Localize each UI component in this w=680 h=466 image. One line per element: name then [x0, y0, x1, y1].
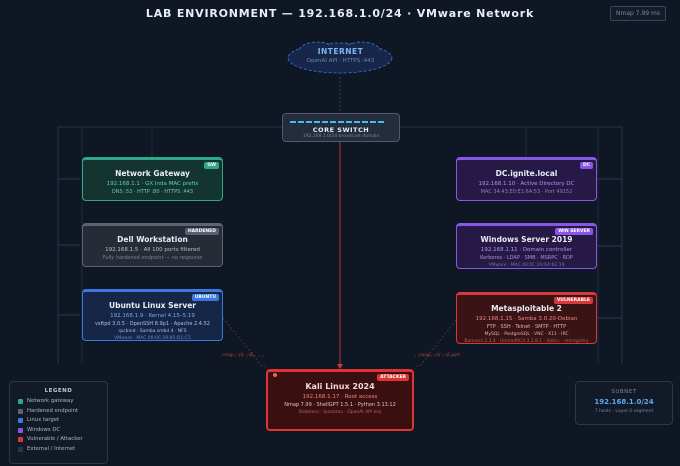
metasploitable-services: FTP · SSH · Telnet · SMTP · HTTP: [486, 324, 567, 330]
ubuntu-services-2: rpcbind · Samba smbd 4 · NFS: [118, 329, 187, 334]
winserver-mac: VMware · MAC 00:0C:29:6A:6E:19: [488, 263, 565, 268]
node-domain-controller[interactable]: DC DC.ignite.local 192.168.1.10 · Active…: [456, 157, 597, 201]
legend-swatch: [18, 408, 23, 414]
ubuntu-services: vsftpd 3.0.5 · OpenSSH 8.9p1 · Apache 2.…: [95, 321, 210, 327]
status-dot-icon: [273, 373, 277, 377]
kali-tag: ATTACKER: [377, 374, 409, 381]
legend-item: Vulnerable / Attacker: [10, 435, 107, 445]
gateway-tag: GW: [204, 162, 219, 169]
metasploitable-ip: 192.168.1.15 · Samba 3.0.20-Debian: [475, 316, 578, 322]
metasploitable-services-2: MySQL · PostgreSQL · VNC · X11 · IRC: [484, 332, 569, 337]
winserver-tag: WIN SERVER: [555, 228, 593, 235]
node-dell-workstation[interactable]: HARDENED Dell Workstation 192.168.1.5 · …: [82, 223, 223, 267]
node-windows-server[interactable]: WIN SERVER Windows Server 2019 192.168.1…: [456, 223, 597, 269]
kali-ip: 192.168.1.17 · Root access: [302, 394, 378, 400]
left-bus: [57, 126, 282, 363]
dc-name: DC.ignite.local: [495, 169, 558, 178]
legend-swatch: [18, 446, 23, 452]
edge-label-left: nmap · -sV · -sS: [222, 352, 254, 357]
legend-item: Windows DC: [10, 426, 107, 436]
kali-name: Kali Linux 2024: [305, 382, 375, 391]
switch-led-icon: [290, 121, 386, 123]
ubuntu-ip: 192.168.1.9 · Kernel 4.15–5.19: [110, 313, 195, 319]
node-metasploitable[interactable]: VULNERABLE Metasploitable 2 192.168.1.15…: [456, 292, 597, 344]
right-bus: [398, 126, 623, 363]
legend-swatch: [18, 399, 23, 404]
subnet-label: SUBNET: [611, 389, 637, 395]
node-kali-attacker[interactable]: ATTACKER Kali Linux 2024 192.168.1.17 · …: [266, 369, 414, 431]
metasploitable-name: Metasploitable 2: [491, 304, 562, 313]
attack-line-metasploitable: [414, 319, 457, 367]
winserver-ip: 192.168.1.11 · Domain controller: [480, 247, 573, 253]
gateway-ip: 192.168.1.1 · GX Inda MAC prefix: [106, 181, 199, 187]
core-switch[interactable]: CORE SWITCH 192.168.1.0/24 broadcast dom…: [282, 113, 400, 142]
legend: LEGEND Network gateway Hardened endpoint…: [9, 381, 108, 464]
legend-item: Hardened endpoint: [10, 407, 107, 417]
dell-ip: 192.168.1.5 · All 100 ports filtered: [105, 247, 200, 253]
dc-mac: MAC 34:43:E0:E1:6A:53 · Port 49152: [480, 189, 573, 195]
metasploitable-vulns: Banners 2.3.4 · UnrealIRCd 3.2.8.1 · dis…: [464, 339, 589, 344]
legend-item: External / Internet: [10, 445, 107, 455]
legend-item: Linux target: [10, 416, 107, 426]
metasploitable-tag: VULNERABLE: [553, 297, 593, 304]
dc-tag: DC: [579, 162, 593, 169]
ubuntu-mac: VMware · MAC 00:0C:29:85:D1:C5: [114, 336, 191, 341]
edge-label-right: nmap · -sV · -sC port: [419, 352, 461, 357]
winserver-name: Windows Server 2019: [480, 235, 573, 244]
subnet-sub: 7 hosts · Layer-2 segment: [594, 409, 654, 414]
gateway-services: DNS :53 · HTTP :80 · HTTPS :443: [111, 189, 194, 195]
node-gateway[interactable]: GW Network Gateway 192.168.1.1 · GX Inda…: [82, 157, 223, 201]
node-ubuntu-server[interactable]: UBUNTU Ubuntu Linux Server 192.168.1.9 ·…: [82, 289, 223, 341]
kali-link-arrowhead: [337, 364, 343, 369]
cloud-icon: [287, 41, 393, 74]
legend-item: Network gateway: [10, 397, 107, 407]
switch-sub: 192.168.1.0/24 broadcast domain: [302, 134, 380, 139]
kali-tools: Nmap 7.99 · ShellGPT 1.5.1 · Python 3.13…: [284, 402, 396, 408]
internet-label: INTERNET: [317, 47, 364, 56]
ubuntu-tag: UBUNTU: [191, 294, 219, 301]
gateway-name: Network Gateway: [115, 169, 190, 178]
legend-swatch: [18, 418, 23, 423]
legend-swatch: [18, 427, 23, 433]
dell-tag: HARDENED: [184, 228, 219, 235]
page-title: LAB ENVIRONMENT — 192.168.1.0/24 · VMwar…: [145, 7, 535, 20]
dell-note: Fully hardened endpoint — no response: [102, 255, 203, 261]
dell-name: Dell Workstation: [117, 235, 188, 244]
scan-time-badge: Nmap 7.99 ms: [610, 6, 666, 21]
winserver-services: Kerberos · LDAP · SMB · MSRPC · RDP: [480, 255, 573, 261]
attack-line-ubuntu: [222, 317, 266, 367]
ubuntu-name: Ubuntu Linux Server: [108, 301, 196, 310]
switch-label: CORE SWITCH: [312, 126, 370, 134]
legend-title: LEGEND: [44, 388, 73, 394]
subnet-cidr: 192.168.1.0/24: [594, 398, 654, 406]
subnet-panel: SUBNET 192.168.1.0/24 7 hosts · Layer-2 …: [575, 381, 673, 425]
internet-sub: OpenAI API · HTTPS :443: [306, 58, 375, 64]
legend-swatch: [18, 437, 23, 442]
internet-cloud: INTERNET OpenAI API · HTTPS :443: [287, 40, 394, 76]
dc-ip: 192.168.1.10 · Active Directory DC: [478, 181, 575, 187]
kali-notes: Stateless · Ipsantau · OpenAI API key: [298, 410, 382, 415]
